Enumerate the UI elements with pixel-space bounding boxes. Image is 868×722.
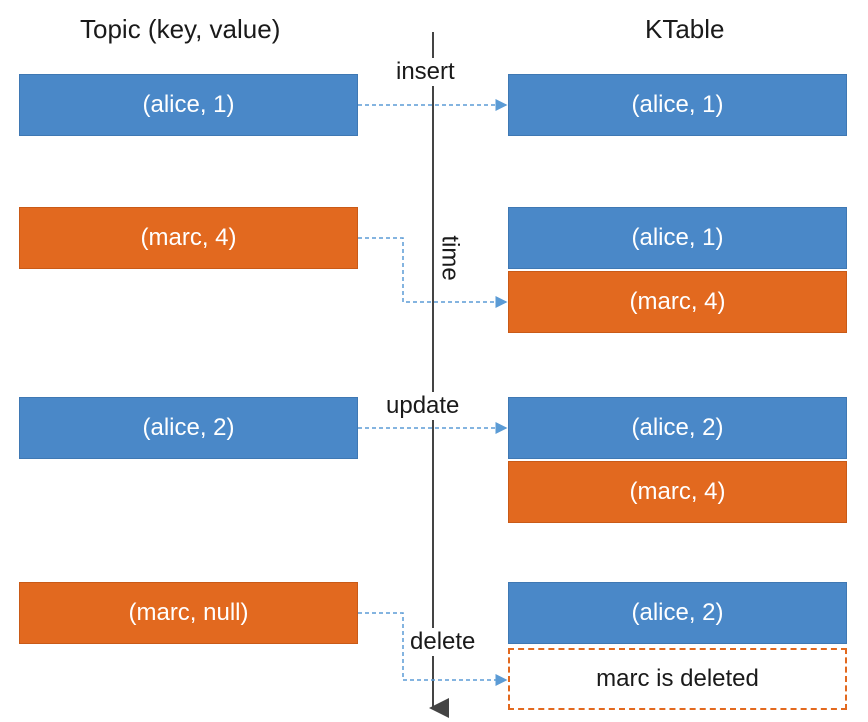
axis-label-time: time xyxy=(435,233,464,283)
ktable-row: (marc, 4) xyxy=(508,461,847,523)
ktable-row: (alice, 2) xyxy=(508,582,847,644)
connector-marc-insert xyxy=(358,237,508,308)
ktable-header: KTable xyxy=(645,14,725,44)
topic-header: Topic (key, value) xyxy=(80,14,281,44)
topic-record: (marc, null) xyxy=(19,582,358,644)
ktable-row: (alice, 1) xyxy=(508,74,847,136)
connector-delete xyxy=(358,612,508,686)
ktable-row: (alice, 2) xyxy=(508,397,847,459)
topic-record: (alice, 2) xyxy=(19,397,358,459)
event-label-update: update xyxy=(384,392,462,420)
ktable-row: (alice, 1) xyxy=(508,207,847,269)
topic-record: (alice, 1) xyxy=(19,74,358,136)
ktable-row-deleted: marc is deleted xyxy=(508,648,847,710)
event-label-insert: insert xyxy=(394,58,457,86)
ktable-row: (marc, 4) xyxy=(508,271,847,333)
topic-record: (marc, 4) xyxy=(19,207,358,269)
event-label-delete: delete xyxy=(408,628,478,656)
